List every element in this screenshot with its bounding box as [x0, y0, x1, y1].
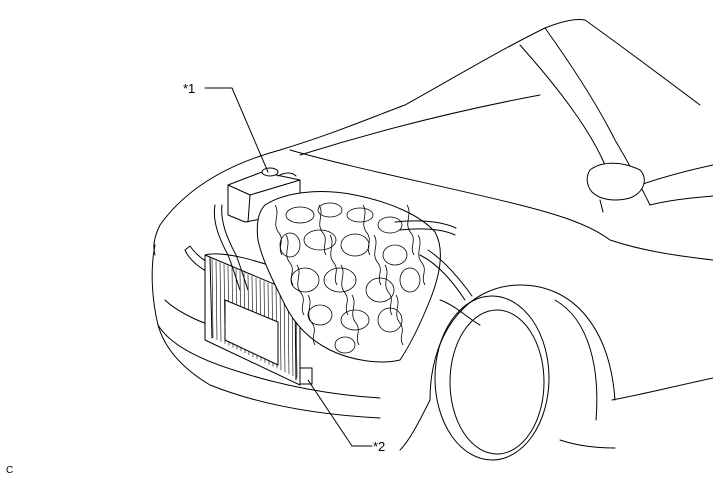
engine-hose [307, 294, 316, 346]
figure-code: C [6, 465, 14, 476]
engine-hose [351, 294, 360, 346]
engine-component [290, 267, 320, 293]
engine-component [303, 229, 337, 251]
engine-component [334, 336, 356, 354]
radiator-fin [215, 260, 218, 340]
radiator-fin [211, 258, 214, 339]
engine-component [323, 267, 357, 293]
engine-hose [274, 204, 283, 256]
engine-hose [373, 234, 382, 286]
engine-component [340, 309, 370, 331]
engine-component [279, 232, 301, 258]
engine-component [382, 244, 408, 266]
engine-hose [395, 294, 404, 346]
engine-component [365, 277, 395, 303]
engine-component [377, 307, 403, 333]
callout-label-1: *1 [183, 81, 196, 96]
radiator-fin [279, 287, 282, 371]
callout-2-leader [307, 379, 373, 447]
engine-hose [285, 234, 294, 286]
engine-component [317, 202, 343, 218]
engine-hose [318, 204, 327, 256]
radiator-fin [219, 262, 222, 342]
engine-hose [384, 264, 393, 316]
engine-component [307, 304, 333, 326]
engine-hose [362, 204, 371, 256]
callout-1-leader [204, 87, 269, 173]
engine-component [399, 267, 421, 293]
engine-component [285, 206, 315, 224]
callout-label-2: *2 [373, 439, 386, 454]
engine-hose [340, 264, 349, 316]
engine-component [377, 216, 403, 234]
engine-hose [329, 234, 338, 286]
car-body-outline [151, 19, 713, 461]
engine-hose [296, 264, 305, 316]
engine-assembly [256, 191, 481, 363]
engine-hose [406, 204, 415, 256]
engine-hose [417, 234, 426, 286]
engine-component [346, 207, 374, 223]
